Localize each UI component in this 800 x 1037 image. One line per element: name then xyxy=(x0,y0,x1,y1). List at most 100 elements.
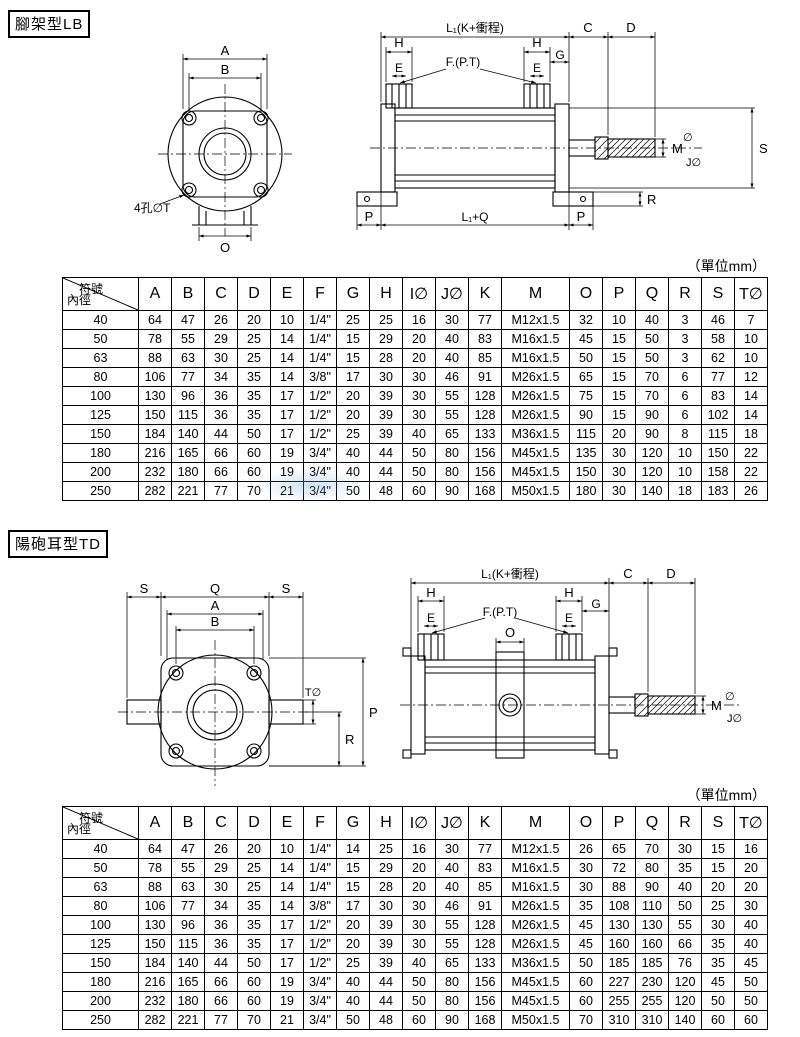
dim-label-l1q: L₁+Q xyxy=(461,210,488,224)
value-cell: 25 xyxy=(369,839,403,859)
value-cell: 16 xyxy=(734,839,768,859)
column-header-M: M xyxy=(501,806,570,840)
value-cell: 3 xyxy=(668,348,702,368)
value-cell: 130 xyxy=(602,915,636,935)
value-cell: 165 xyxy=(171,972,205,992)
value-cell: 15 xyxy=(701,858,735,878)
dim-label-a: A xyxy=(221,43,230,58)
value-cell: 50 xyxy=(569,348,603,368)
value-cell: 6 xyxy=(668,405,702,425)
dim-label-j: J∅ xyxy=(686,157,701,169)
value-cell: 15 xyxy=(602,386,636,406)
value-cell: 45 xyxy=(569,329,603,349)
value-cell: 90 xyxy=(435,481,469,501)
value-cell: 3/4" xyxy=(303,481,337,501)
value-cell: 221 xyxy=(171,481,205,501)
dim-label-c: C xyxy=(583,20,592,35)
value-cell: 75 xyxy=(569,386,603,406)
value-cell: 1/2" xyxy=(303,405,337,425)
value-cell: 150 xyxy=(569,462,603,482)
value-cell: 30 xyxy=(402,915,436,935)
value-cell: 180 xyxy=(171,991,205,1011)
value-cell: 30 xyxy=(204,877,238,897)
value-cell: 36 xyxy=(204,386,238,406)
value-cell: 255 xyxy=(602,991,636,1011)
value-cell: M26x1.5 xyxy=(501,386,570,406)
value-cell: 10 xyxy=(270,310,304,330)
value-cell: 1/2" xyxy=(303,915,337,935)
column-header-K: K xyxy=(468,806,502,840)
value-cell: 17 xyxy=(336,896,370,916)
value-cell: 25 xyxy=(237,329,271,349)
value-cell: 55 xyxy=(435,934,469,954)
value-cell: 15 xyxy=(336,858,370,878)
value-cell: 83 xyxy=(701,386,735,406)
value-cell: 29 xyxy=(204,858,238,878)
column-header-Q: Q xyxy=(635,277,669,311)
value-cell: M12x1.5 xyxy=(501,839,570,859)
value-cell: 15 xyxy=(602,405,636,425)
dim-label-p: P xyxy=(369,705,378,720)
bore-cell: 100 xyxy=(62,386,139,406)
value-cell: 50 xyxy=(734,991,768,1011)
value-cell: 85 xyxy=(468,348,502,368)
dim-label-q: Q xyxy=(210,581,220,596)
value-cell: 35 xyxy=(237,367,271,387)
value-cell: 156 xyxy=(468,991,502,1011)
value-cell: 45 xyxy=(701,972,735,992)
dim-label-o: O xyxy=(220,240,230,255)
td-side-view xyxy=(400,633,742,759)
value-cell: 25 xyxy=(336,310,370,330)
value-cell: M16x1.5 xyxy=(501,348,570,368)
data-row: 2002321806660193/4"40445080156M45x1.5150… xyxy=(62,462,768,482)
column-header-E: E xyxy=(270,277,304,311)
value-cell: 60 xyxy=(402,1010,436,1030)
value-cell: 1/4" xyxy=(303,877,337,897)
value-cell: 36 xyxy=(204,934,238,954)
value-cell: 20 xyxy=(402,858,436,878)
value-cell: 70 xyxy=(237,1010,271,1030)
value-cell: 115 xyxy=(569,424,603,444)
value-cell: 26 xyxy=(204,839,238,859)
dim-label-h-right: H xyxy=(564,585,573,600)
value-cell: 40 xyxy=(402,424,436,444)
value-cell: 66 xyxy=(204,972,238,992)
value-cell: 120 xyxy=(635,462,669,482)
value-cell: 14 xyxy=(734,386,768,406)
column-header-C: C xyxy=(204,806,238,840)
value-cell: 88 xyxy=(138,877,172,897)
value-cell: 130 xyxy=(635,915,669,935)
value-cell: 40 xyxy=(435,877,469,897)
value-cell: 106 xyxy=(138,367,172,387)
value-cell: 46 xyxy=(701,310,735,330)
value-cell: 26 xyxy=(734,481,768,501)
value-cell: 3/4" xyxy=(303,991,337,1011)
dim-label-e-left: E xyxy=(427,611,435,625)
lb-dimension-lines xyxy=(159,32,755,241)
value-cell: 140 xyxy=(635,481,669,501)
value-cell: 17 xyxy=(270,424,304,444)
value-cell: 22 xyxy=(734,443,768,463)
lb-dimension-labels: A B O 4孔∅T L₁(K+衝程) C D H H G E E F.(P.T… xyxy=(134,20,768,255)
section-title-td: 陽砲耳型TD xyxy=(8,530,108,558)
value-cell: 65 xyxy=(602,839,636,859)
value-cell: 216 xyxy=(138,972,172,992)
column-header-D: D xyxy=(237,277,271,311)
faint-watermark xyxy=(255,468,365,502)
bore-cell: 250 xyxy=(62,1010,139,1030)
td-dimension-lines xyxy=(126,578,706,767)
value-cell: 3/8" xyxy=(303,896,337,916)
bore-cell: 50 xyxy=(62,858,139,878)
value-cell: 63 xyxy=(171,348,205,368)
value-cell: 34 xyxy=(204,367,238,387)
value-cell: 30 xyxy=(402,367,436,387)
column-header-F: F xyxy=(303,277,337,311)
value-cell: 35 xyxy=(237,405,271,425)
value-cell: 17 xyxy=(270,915,304,935)
